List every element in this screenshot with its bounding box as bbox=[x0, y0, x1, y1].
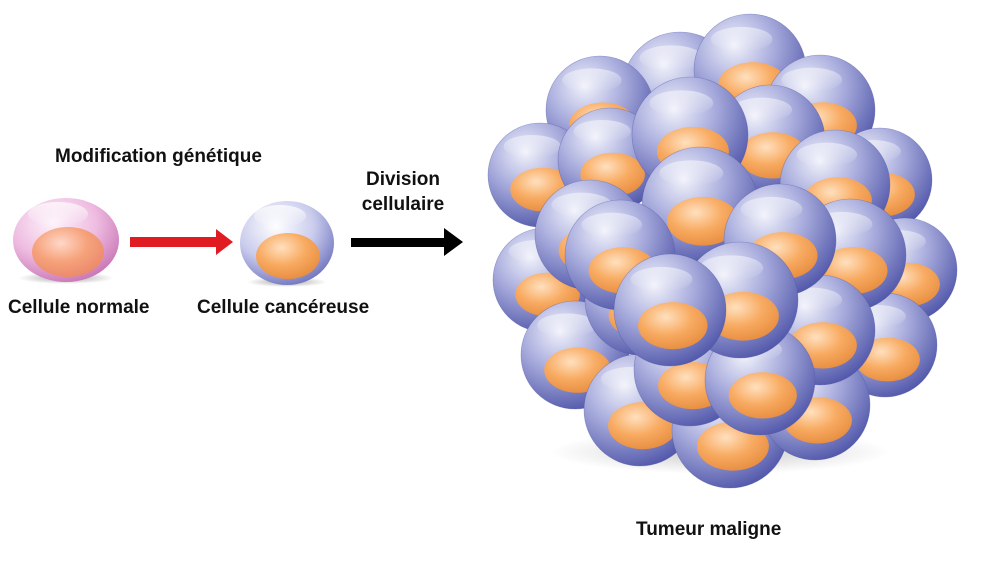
normal-cell-label: Cellule normale bbox=[8, 297, 150, 318]
normal-cell-nucleus bbox=[32, 227, 104, 277]
genetic-modification-arrow bbox=[130, 229, 233, 255]
cell-division-label-line2: cellulaire bbox=[361, 193, 445, 215]
malignant-tumor bbox=[487, 13, 958, 489]
malignant-tumor-label: Tumeur maligne bbox=[636, 519, 782, 540]
tumor-cell-nucleus bbox=[638, 302, 708, 350]
normal-cell bbox=[13, 198, 119, 284]
cell-division-label: Division cellulaire bbox=[353, 168, 453, 217]
tumor-cell-nucleus bbox=[728, 372, 797, 419]
cancer-cell bbox=[240, 201, 334, 287]
cell-division-label-line1: Division bbox=[366, 169, 440, 190]
cell-division-arrow bbox=[351, 228, 463, 256]
cancer-cell-label: Cellule cancéreuse bbox=[197, 297, 370, 318]
genetic-modification-label: Modification génétique bbox=[55, 146, 262, 167]
cancer-cell-nucleus bbox=[256, 233, 320, 279]
tumor-cell-nucleus bbox=[666, 196, 739, 246]
tumor-cell bbox=[613, 253, 727, 367]
